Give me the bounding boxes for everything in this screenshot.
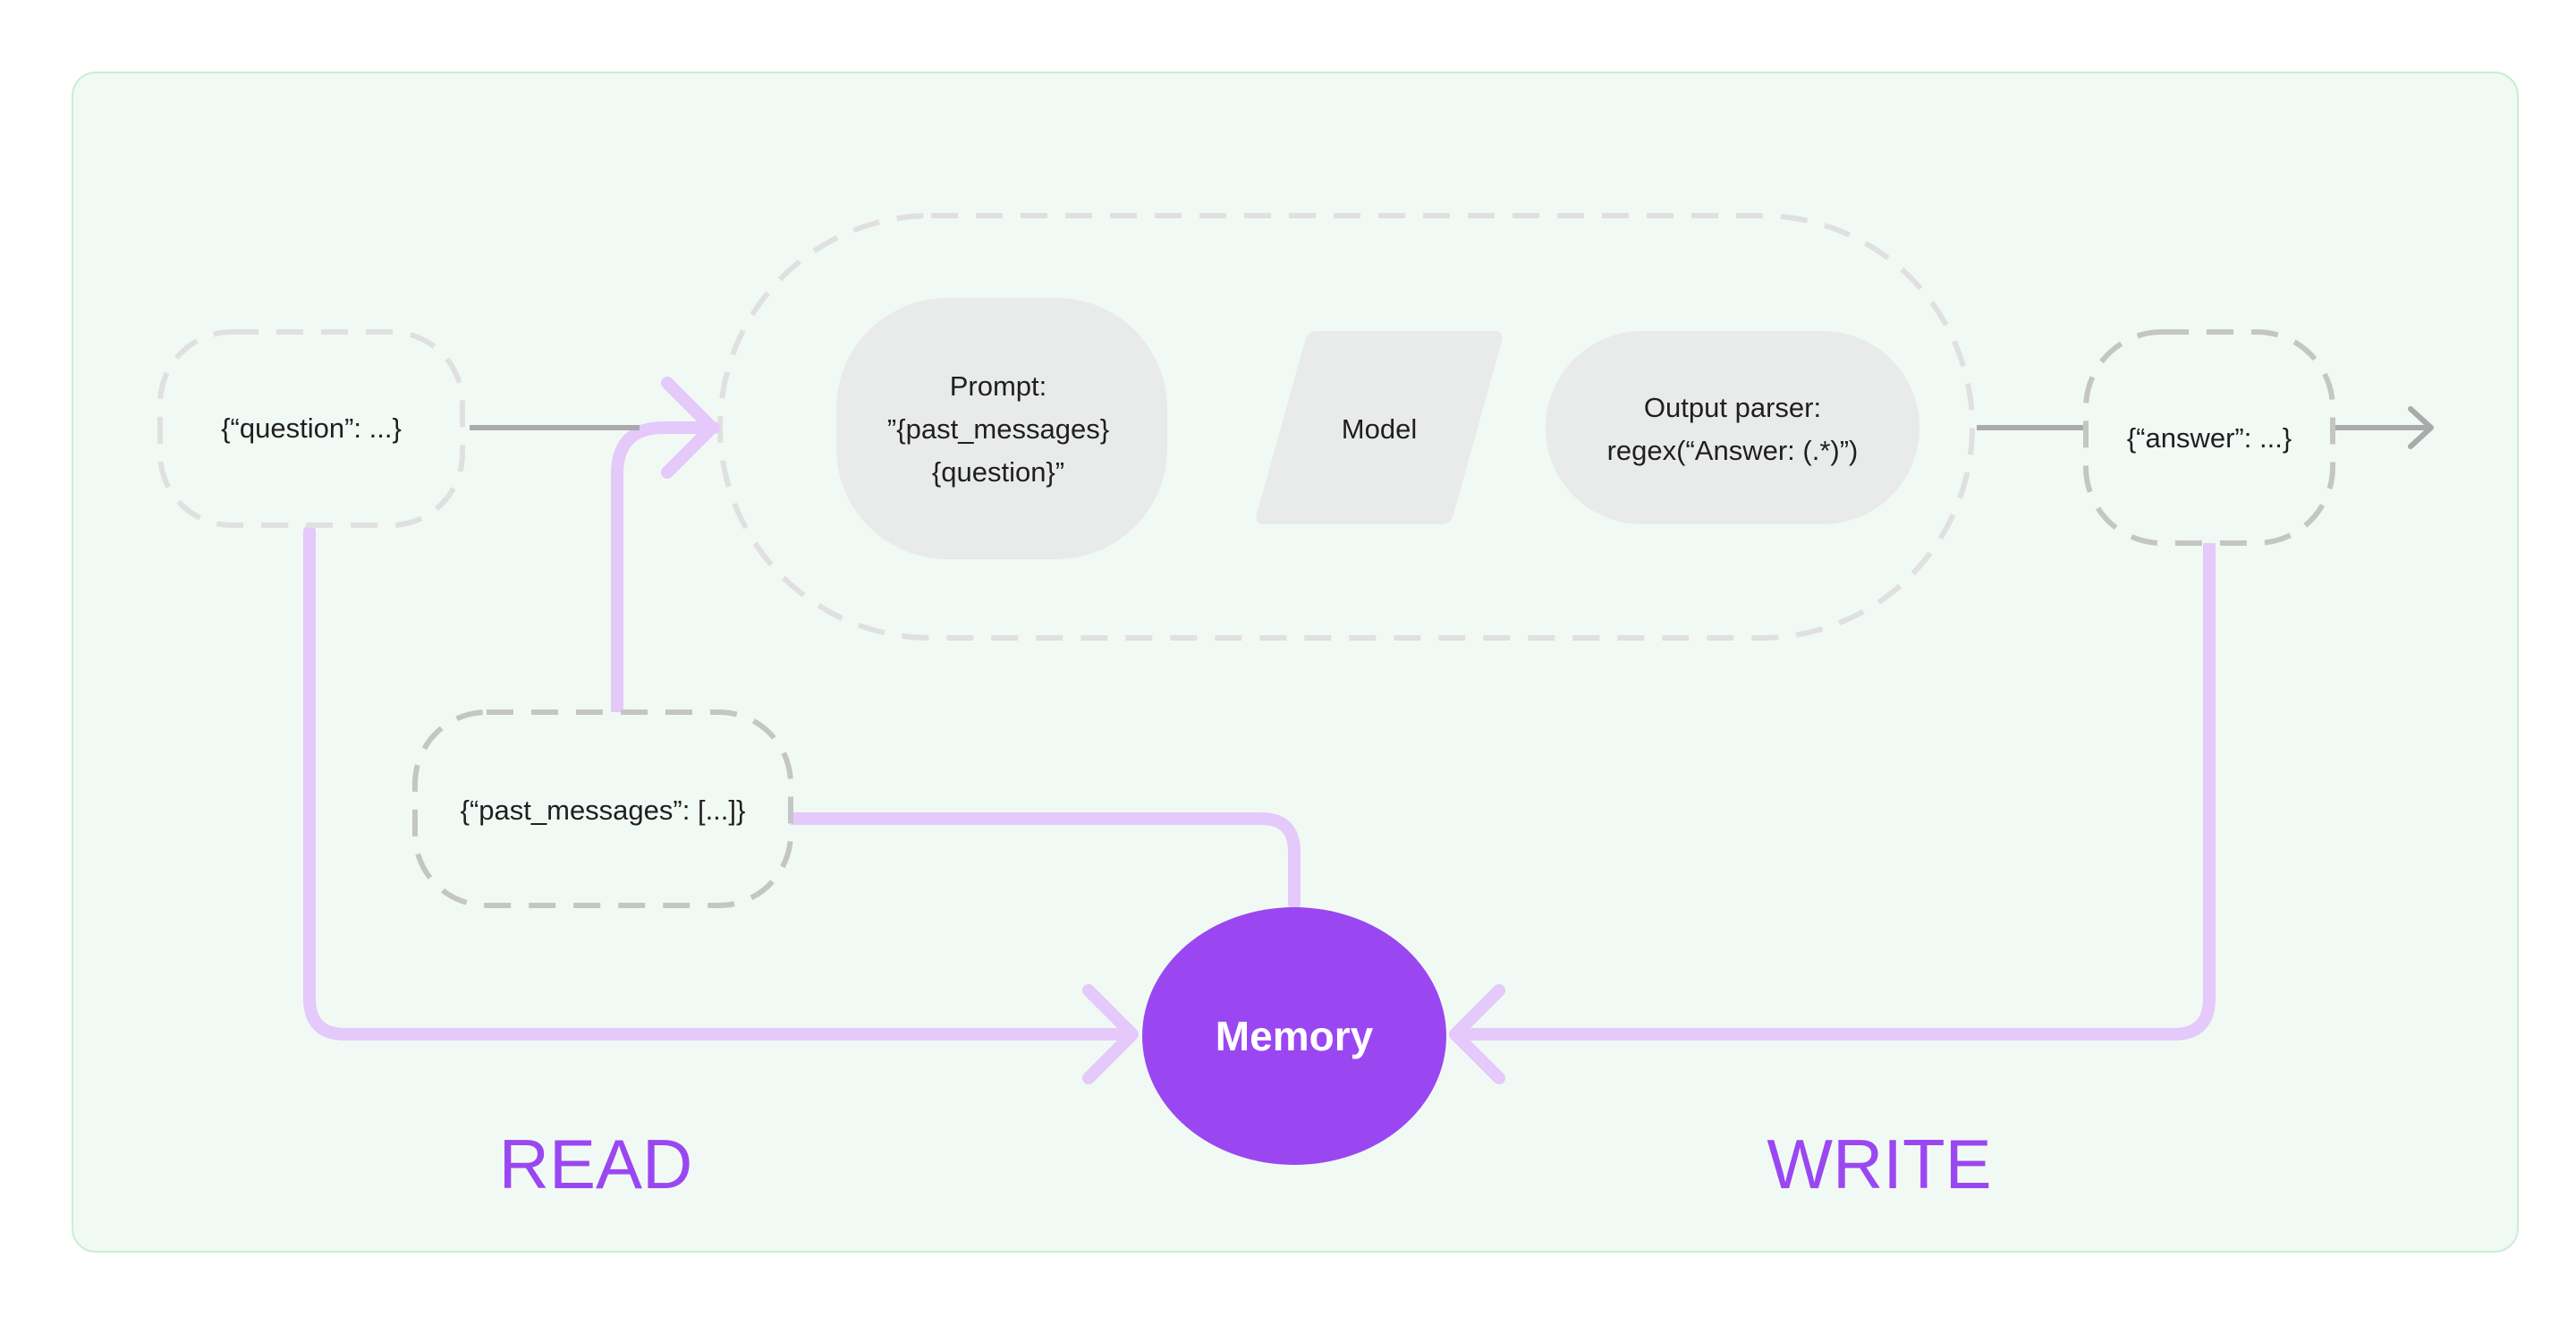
question-node — [157, 329, 465, 528]
past-messages-to-chain-connector — [611, 421, 720, 717]
write-label: WRITE — [1767, 1125, 1991, 1203]
question-label: {“question”: ...} — [221, 412, 402, 444]
model-label: Model — [1342, 413, 1417, 445]
memory-label: Memory — [1216, 1013, 1374, 1059]
chain-container — [717, 213, 1975, 641]
prompt-label-line-1: Prompt: — [950, 370, 1047, 402]
model-node — [1256, 331, 1503, 524]
output-parser-label-line-2: regex(“Answer: (.*)”) — [1607, 435, 1859, 466]
past-messages-label: {“past_messages”: [...]} — [461, 794, 746, 826]
diagram-panel — [72, 72, 2519, 1253]
memory-to-past-messages-connector — [784, 812, 1301, 910]
chain-input-arrowhead — [661, 377, 718, 479]
prompt-label-line-2: ”{past_messages} — [887, 413, 1109, 445]
read-label: READ — [499, 1125, 693, 1203]
output-parser-label-line-1: Output parser: — [1644, 392, 1821, 423]
write-connector — [1452, 540, 2216, 1041]
prompt-label-line-3: {question}” — [932, 456, 1064, 488]
read-connector — [303, 525, 1135, 1041]
memory-node — [1142, 907, 1446, 1165]
write-arrowhead — [1449, 984, 1505, 1084]
answer-label: {“answer”: ...} — [2127, 422, 2292, 454]
prompt-node — [836, 298, 1167, 559]
output-parser-node — [1546, 331, 1919, 524]
output-arrowhead — [2408, 406, 2434, 449]
answer-node — [2083, 329, 2335, 546]
past-messages-node — [412, 709, 793, 908]
read-arrowhead — [1082, 984, 1139, 1084]
